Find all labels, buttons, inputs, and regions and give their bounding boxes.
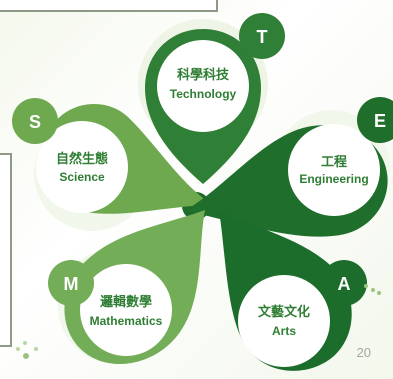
mathematics-english-label: Mathematics (90, 314, 163, 328)
technology-english-label: Technology (170, 87, 237, 101)
arts-inner-circle (238, 275, 330, 367)
technology-badge-letter: T (257, 27, 268, 47)
science-badge-letter: S (29, 112, 41, 132)
engineering-inner-circle (288, 124, 380, 216)
decorative-sparkles (16, 284, 381, 359)
arts-badge (321, 260, 367, 306)
leaf-mathematics: M 邏輯數學 Mathematics (48, 210, 205, 365)
engineering-badge-letter: E (374, 111, 386, 131)
mathematics-badge-letter: M (64, 274, 79, 294)
mathematics-chinese-label: 邏輯數學 (100, 294, 152, 310)
technology-badge (239, 13, 285, 59)
arts-english-label: Arts (272, 324, 296, 338)
science-inner-circle (36, 121, 128, 213)
leaf-engineering: E 工程 Engineering (184, 97, 393, 237)
engineering-badge (357, 97, 393, 143)
technology-chinese-label: 科學科技 (177, 67, 230, 83)
arts-badge-letter: A (338, 274, 351, 294)
leaf-technology: T 科學科技 Technology (145, 13, 285, 184)
page-number: 20 (356, 345, 371, 360)
science-english-label: Science (59, 170, 105, 184)
mathematics-inner-circle (80, 264, 172, 356)
leaf-science: S 自然生態 Science (12, 98, 213, 214)
arts-chinese-label: 文藝文化 (258, 304, 310, 320)
engineering-english-label: Engineering (299, 172, 368, 186)
mathematics-badge (48, 260, 94, 306)
engineering-chinese-label: 工程 (321, 155, 347, 170)
technology-inner-circle (157, 40, 249, 132)
top-frame (0, 0, 218, 12)
left-frame (0, 153, 12, 347)
leaf-arts: A 文藝文化 Arts (219, 211, 367, 371)
science-badge (12, 98, 58, 144)
science-chinese-label: 自然生態 (56, 151, 108, 167)
